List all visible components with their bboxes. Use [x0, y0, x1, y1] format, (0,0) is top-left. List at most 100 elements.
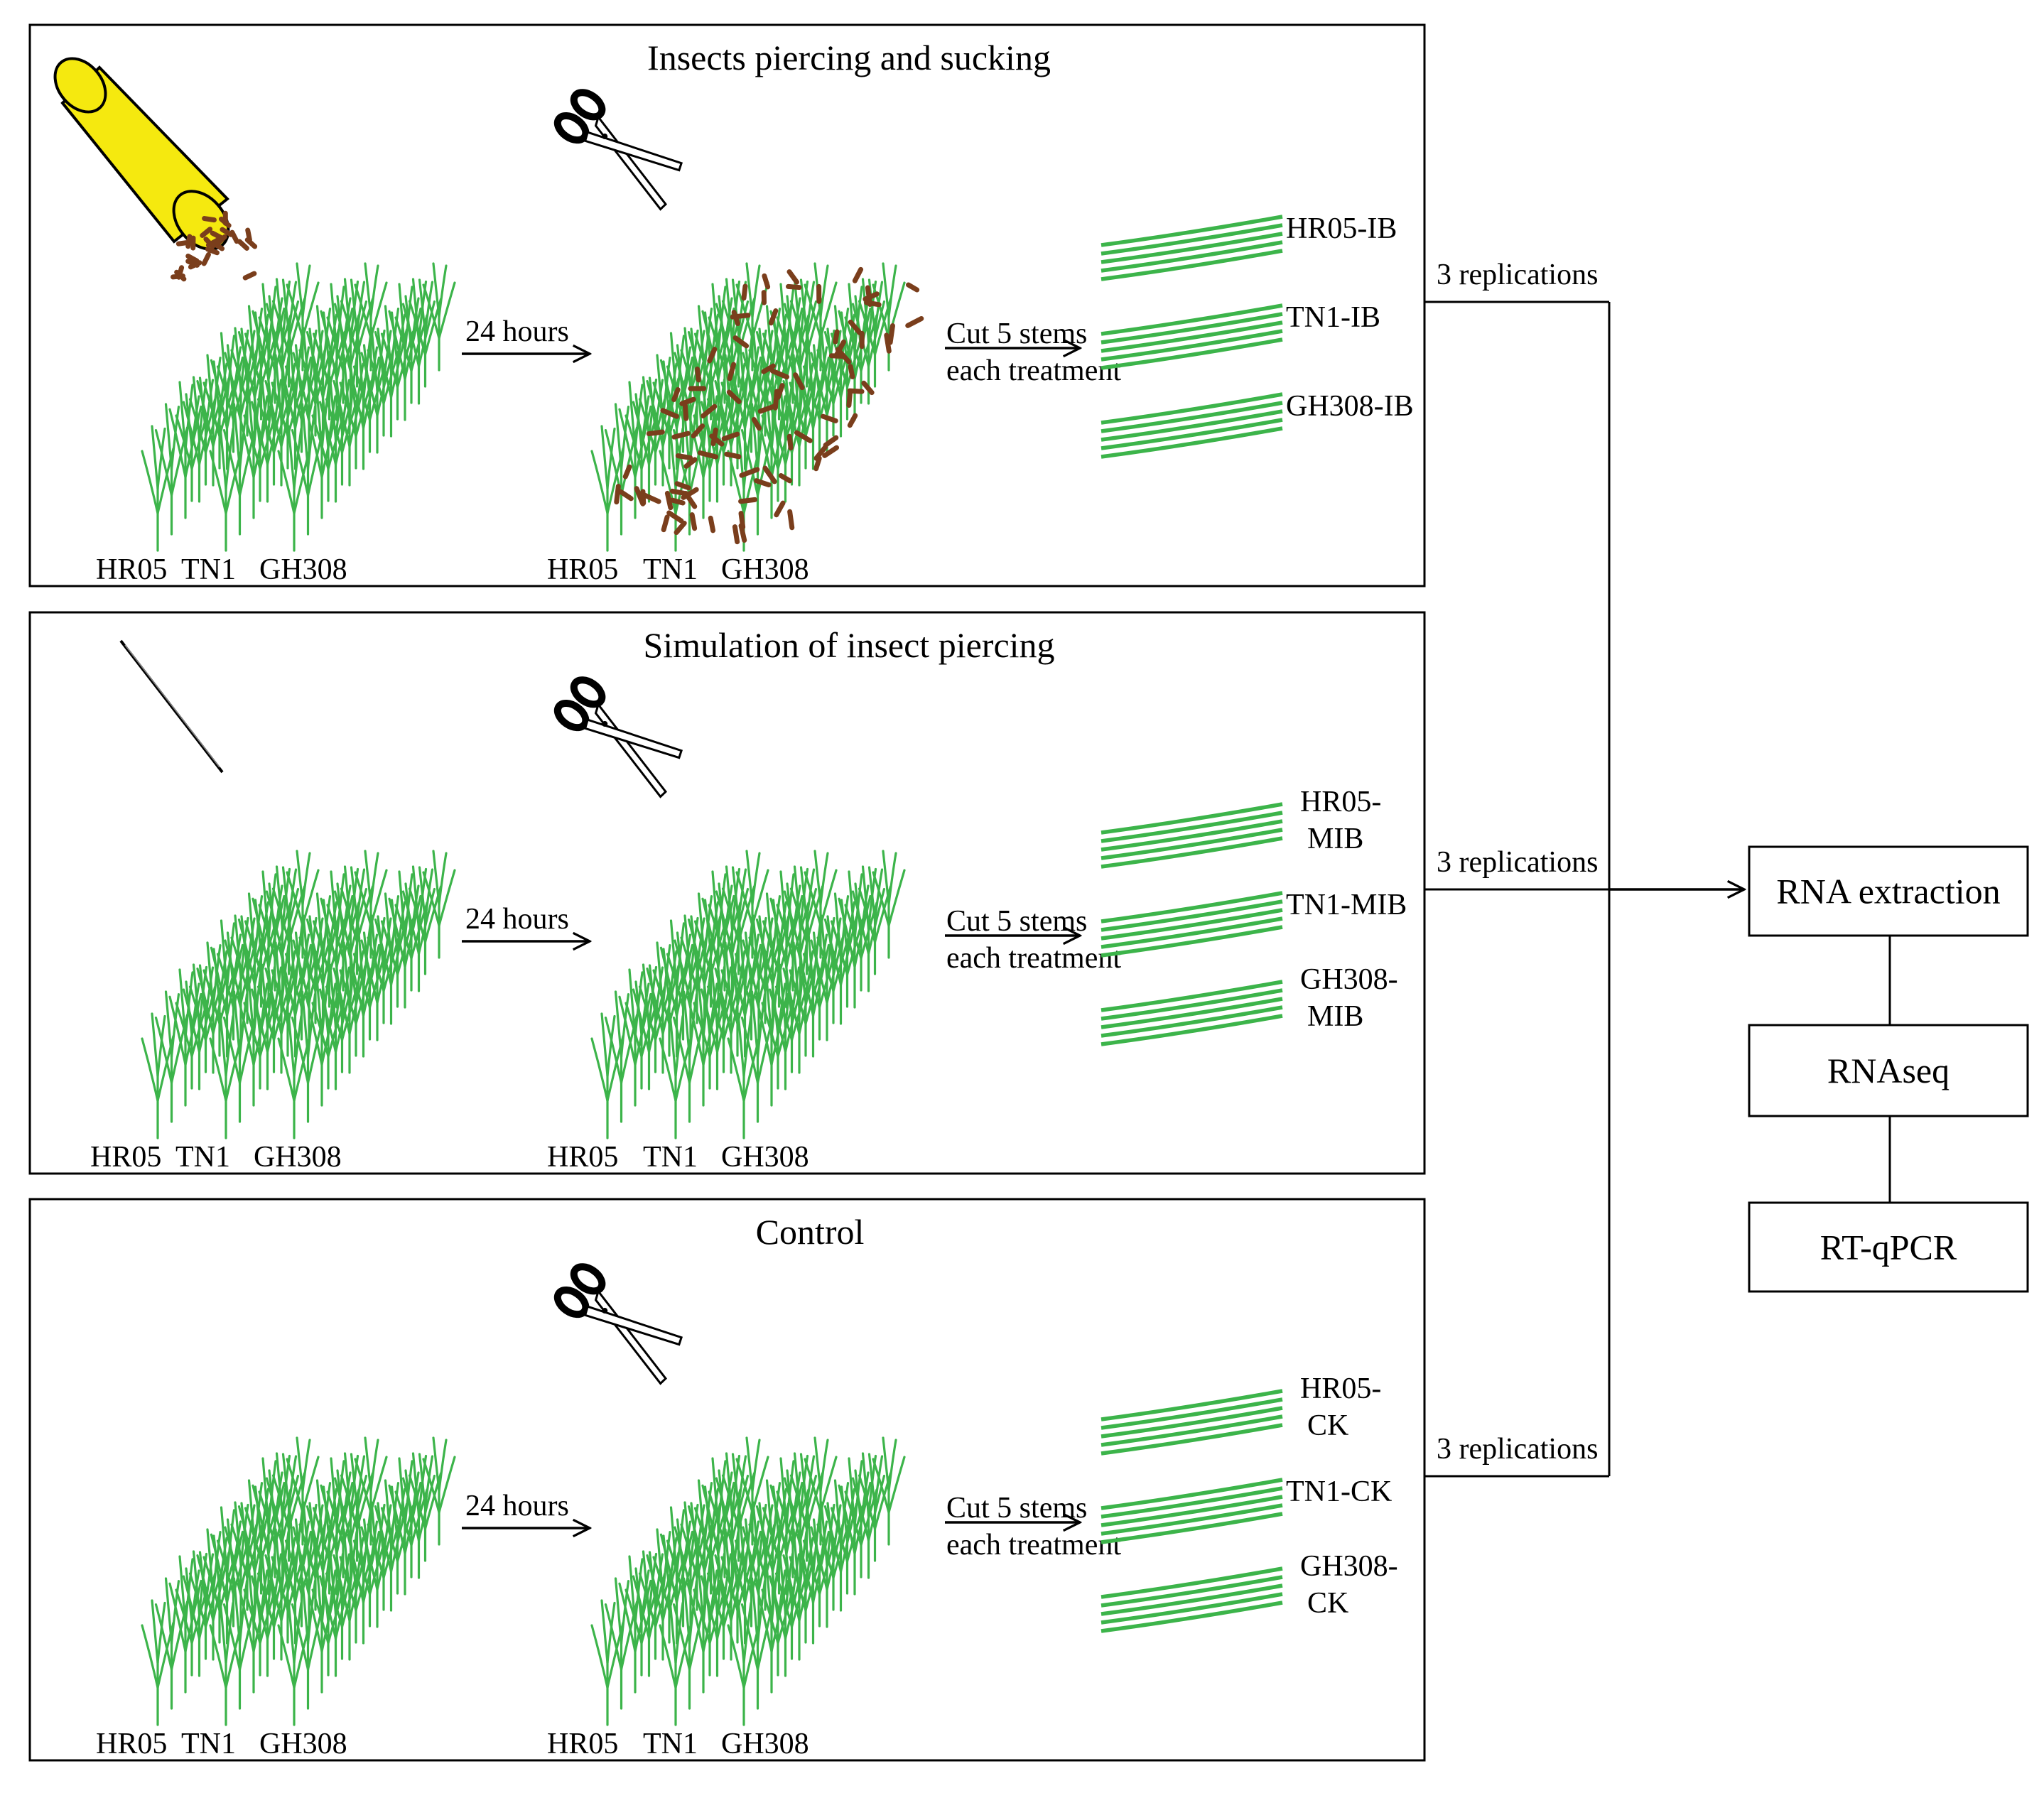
panel-title: Simulation of insect piercing	[643, 625, 1054, 665]
grass-leaf	[222, 1603, 242, 1671]
grass-leaf	[374, 919, 393, 986]
grass-leaf	[777, 918, 796, 976]
grass-leaf	[326, 904, 345, 960]
grass-leaf	[209, 1624, 227, 1689]
cut-stem	[1101, 916, 1283, 949]
grass-leaf	[291, 429, 310, 497]
grass-leaf	[156, 1621, 175, 1689]
grass-leaf	[156, 1014, 166, 1078]
grass-leaf	[789, 1474, 809, 1530]
cut-label: Cut 5 stems	[946, 905, 1087, 938]
grass-leaf	[352, 1539, 372, 1596]
grass-leaf	[762, 920, 781, 976]
grass-leaf	[156, 427, 166, 490]
grass-leaf	[755, 331, 774, 399]
grass-leaf	[277, 450, 296, 515]
grass-leaf	[708, 316, 726, 372]
grass-leaf	[823, 1505, 843, 1573]
grass-leaf	[728, 946, 747, 1017]
grass-leaf	[364, 850, 372, 906]
grass-leaf	[170, 1014, 189, 1084]
variety-label: TN1	[643, 1141, 698, 1174]
grass-leaf	[832, 347, 850, 405]
grass-leaf	[873, 885, 892, 943]
grass-leaf	[845, 918, 865, 976]
grass-leaf	[740, 1603, 759, 1671]
grass-leaf	[680, 936, 698, 992]
grass-leaf	[232, 951, 251, 1009]
grass-leaf	[293, 1621, 311, 1689]
grass-leaf	[755, 1582, 773, 1653]
grass-leaf	[624, 1588, 643, 1645]
grass-leaf	[202, 381, 221, 438]
grass-leaf	[258, 1490, 276, 1547]
grass-leaf	[287, 298, 306, 356]
grass-leaf	[318, 1575, 337, 1640]
grass-leaf	[237, 1582, 255, 1653]
variety-label: HR05	[547, 553, 618, 586]
grass-leaf	[237, 919, 256, 986]
grass-leaf	[438, 1439, 448, 1493]
grass-leaf	[714, 968, 732, 1035]
grass-leaf	[750, 951, 769, 1009]
grass-leaf	[293, 447, 311, 515]
grass-leaf	[756, 426, 775, 497]
grass-leaf	[274, 314, 292, 372]
grass-leaf	[175, 1002, 193, 1058]
grass-leaf	[761, 1588, 779, 1645]
grass-leaf	[306, 1601, 325, 1671]
variety-label: GH308	[254, 1141, 342, 1174]
grass-leaf	[252, 310, 270, 381]
grass-leaf	[342, 314, 360, 372]
pipeline-box	[1748, 1201, 2029, 1293]
grass-leaf	[638, 985, 657, 1041]
grass-leaf	[756, 1014, 775, 1084]
grass-leaf	[246, 934, 264, 992]
grass-leaf	[374, 331, 393, 399]
grass-leaf	[238, 1014, 257, 1084]
grass-leaf	[600, 425, 609, 490]
cut-label: each treatment	[946, 354, 1121, 387]
insect	[618, 489, 634, 502]
grass-leaf	[832, 934, 850, 992]
insect	[721, 431, 740, 442]
grass-leaf	[687, 1505, 706, 1573]
grass-leaf	[755, 919, 774, 986]
grass-leaf	[755, 995, 773, 1066]
grass-leaf	[768, 1575, 787, 1640]
grass-leaf	[438, 1456, 456, 1514]
grass-leaf	[210, 359, 229, 430]
variety-label: HR05	[96, 553, 167, 586]
insect	[738, 497, 758, 504]
grass-leaf	[170, 1601, 189, 1671]
grass-leaf	[311, 414, 330, 470]
grass-leaf	[745, 850, 754, 906]
grass-leaf	[258, 316, 276, 372]
grass-leaf	[284, 953, 303, 1009]
grass-leaf	[654, 396, 673, 454]
grass-leaf	[686, 995, 705, 1066]
cut-stem	[1101, 988, 1283, 1021]
grass-leaf	[196, 968, 215, 1035]
grass-leaf	[298, 936, 317, 992]
grass-leaf	[709, 918, 728, 976]
grass-leaf	[318, 988, 337, 1054]
grass-leaf	[259, 918, 279, 976]
grass-leaf	[709, 330, 728, 389]
grass-leaf	[789, 969, 807, 1025]
grass-leaf	[394, 316, 413, 372]
grass-leaf	[410, 314, 428, 372]
grass-leaf	[230, 1523, 249, 1579]
grass-leaf	[369, 1456, 388, 1514]
grass-leaf	[311, 1002, 330, 1058]
grass-leaf	[804, 379, 823, 438]
grass-leaf	[696, 934, 714, 992]
grass-leaf	[688, 426, 707, 497]
sample-label: MIB	[1307, 1000, 1363, 1033]
grass-leaf	[802, 953, 821, 1009]
insect	[887, 323, 895, 345]
insect	[229, 229, 239, 244]
cut-stem	[1101, 418, 1283, 450]
grass-leaf	[882, 850, 890, 906]
grass-leaf	[232, 403, 242, 471]
